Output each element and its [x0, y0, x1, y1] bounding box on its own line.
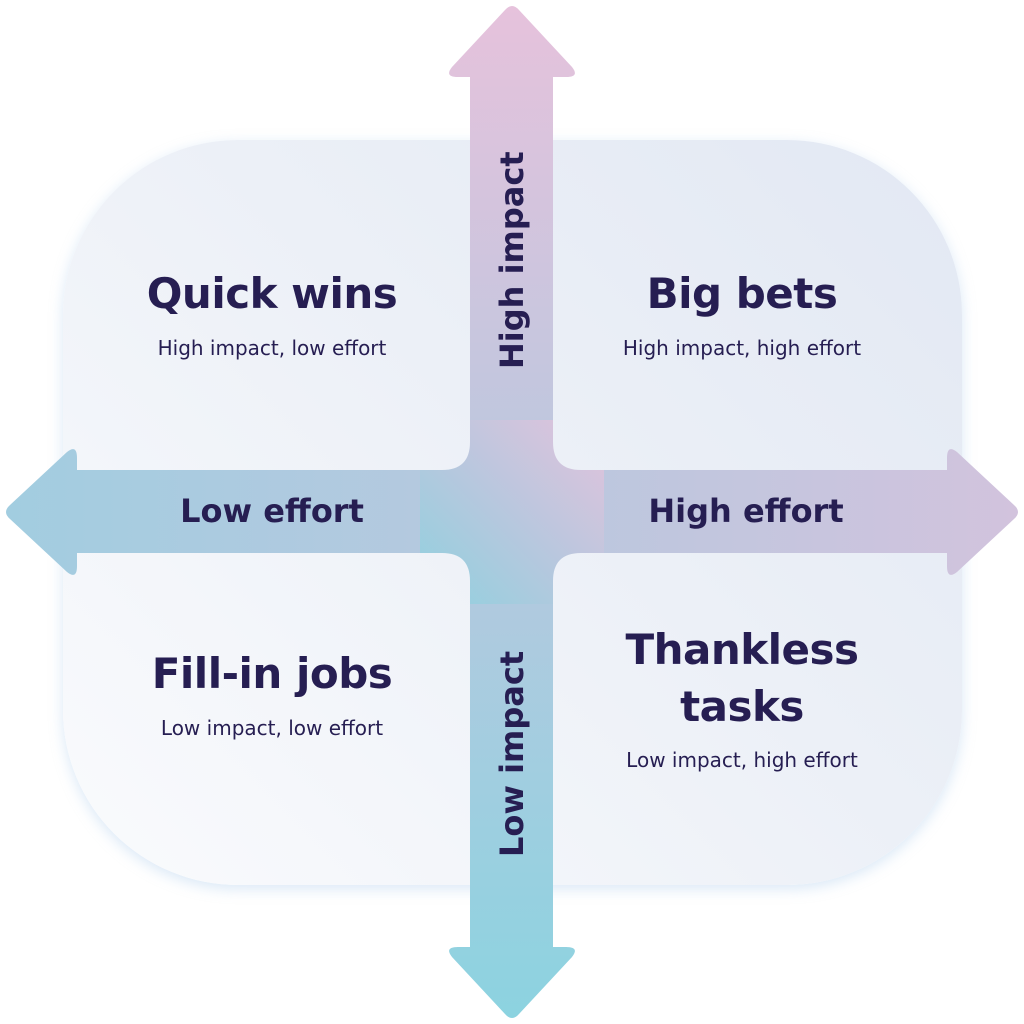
axis-label-high-effort: High effort — [648, 492, 844, 530]
axis-label-low-effort: Low effort — [180, 492, 364, 530]
quadrant-title-fill-in-jobs: Fill-in jobs — [151, 649, 393, 698]
quadrant-title-quick-wins: Quick wins — [146, 269, 398, 318]
quadrant-title-thankless-tasks-line1: Thankless — [625, 625, 859, 674]
quadrant-subtitle-big-bets: High impact, high effort — [622, 336, 862, 360]
quadrant-title-big-bets: Big bets — [646, 269, 838, 318]
axis-label-high-impact: High impact — [493, 151, 531, 369]
axis-label-low-impact: Low impact — [493, 650, 531, 857]
quadrant-title-thankless-tasks-line2: tasks — [680, 682, 804, 731]
quadrant-subtitle-thankless-tasks: Low impact, high effort — [626, 748, 858, 772]
quadrant-subtitle-fill-in-jobs: Low impact, low effort — [160, 716, 384, 740]
axis-junction — [420, 420, 604, 604]
quadrant-subtitle-quick-wins: High impact, low effort — [157, 336, 387, 360]
